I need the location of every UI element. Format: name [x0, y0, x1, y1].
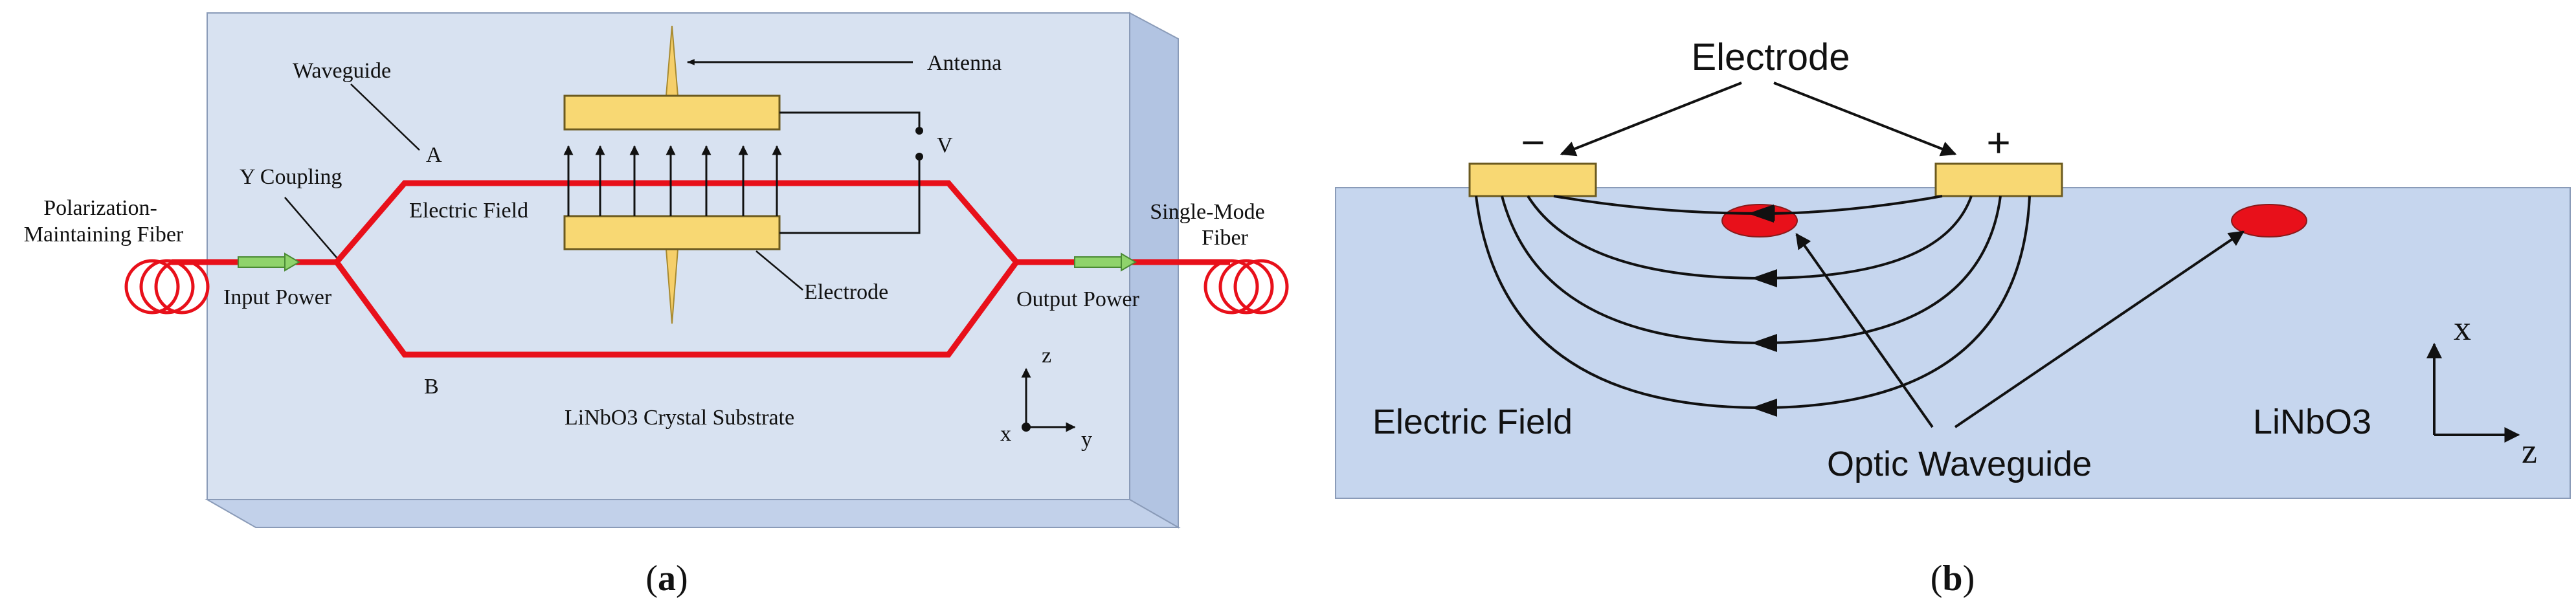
substrate-bottom-face: [205, 499, 1181, 528]
waveguide-arm-a: [334, 180, 1019, 264]
voltage-wire: [779, 111, 921, 234]
field-arrows: [563, 145, 782, 216]
optic-waveguide-left: [1721, 204, 1798, 237]
label-axis-z-a: z: [1042, 344, 1051, 368]
label-substrate: LiNbO3 Crystal Substrate: [565, 406, 794, 430]
electrode-positive: [1934, 162, 2063, 197]
label-axis-x-b: x: [2454, 309, 2471, 348]
label-single-mode-2: Fiber: [1202, 226, 1248, 250]
electrode-pointer-positive: [1773, 82, 1957, 157]
optic-waveguide-right: [2231, 204, 2307, 237]
label-electrode-b: Electrode: [1691, 36, 1850, 78]
waveguide-pointer: [350, 83, 420, 151]
label-arm-a: A: [426, 143, 442, 167]
single-mode-fiber-coil: [1204, 259, 1289, 315]
waveguide-pointer-left: [1795, 233, 1934, 428]
electrode-top: [563, 94, 781, 131]
input-coupler: [238, 252, 300, 272]
panel-b: Electrode − + Electric Field Optic Waveg…: [1335, 36, 2571, 599]
field-line-arrowheads: [1748, 204, 1777, 417]
label-arm-b: B: [424, 375, 439, 399]
label-plus: +: [1986, 119, 2010, 166]
label-polarization-fiber-2: Maintaining Fiber: [24, 223, 184, 247]
label-axis-x-a: x: [1000, 422, 1011, 446]
electrode-negative: [1468, 162, 1597, 197]
label-axis-z-b: z: [2522, 432, 2537, 470]
caption-a: (a): [645, 558, 688, 599]
label-single-mode-1: Single-Mode: [1150, 200, 1265, 224]
output-coupler: [1074, 252, 1137, 272]
label-optic-waveguide: Optic Waveguide: [1827, 445, 2092, 483]
polarization-fiber-coil: [124, 259, 210, 315]
label-antenna: Antenna: [927, 51, 1002, 75]
linbo3-substrate: [1335, 187, 2571, 499]
y-coupling-pointer: [284, 197, 337, 258]
electrode-pointer-negative: [1560, 82, 1742, 157]
waveguide-pointer-right: [1954, 230, 2245, 428]
label-electric-field-a: Electric Field: [409, 199, 528, 223]
axis-origin-dot: [1022, 423, 1031, 432]
label-y-coupling: Y Coupling: [240, 165, 342, 189]
waveguide-arm-b: [334, 260, 1019, 358]
electrode-bottom: [563, 215, 781, 250]
substrate-side-face: [1129, 12, 1179, 529]
label-polarization-fiber-1: Polarization-: [43, 196, 157, 220]
label-electrode-a: Electrode: [804, 280, 888, 304]
panel-a: Polarization- Maintaining Fiber Y Coupli…: [24, 12, 1289, 599]
voltage-terminal-top: [915, 127, 923, 135]
label-waveguide: Waveguide: [293, 59, 391, 83]
label-output-power: Output Power: [1016, 287, 1140, 311]
voltage-terminal-bottom: [915, 153, 923, 160]
label-minus: −: [1521, 119, 1545, 166]
electrode-pointer: [756, 250, 803, 291]
label-voltage: V: [937, 133, 953, 157]
label-linbo3: LiNbO3: [2253, 403, 2371, 441]
label-electric-field-b: Electric Field: [1372, 403, 1573, 441]
axes-b: [2426, 342, 2520, 443]
label-input-power: Input Power: [223, 285, 332, 309]
axes-a: [1021, 368, 1076, 432]
caption-b: (b): [1931, 558, 1975, 599]
label-axis-y-a: y: [1081, 428, 1092, 452]
